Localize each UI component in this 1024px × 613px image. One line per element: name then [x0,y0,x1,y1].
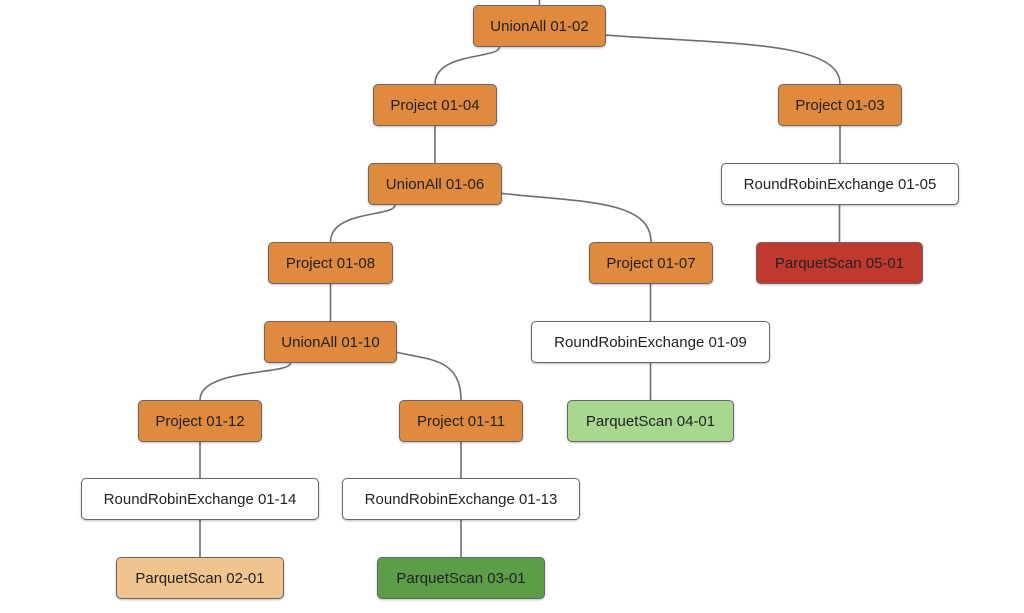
node-roundrobinexchange-01-13[interactable]: RoundRobinExchange 01-13 [342,478,580,520]
node-project-01-08[interactable]: Project 01-08 [268,242,393,284]
node-parquetscan-05-01[interactable]: ParquetScan 05-01 [756,242,923,284]
node-project-01-04[interactable]: Project 01-04 [373,84,497,126]
node-parquetscan-03-01[interactable]: ParquetScan 03-01 [377,557,545,599]
node-project-01-03[interactable]: Project 01-03 [778,84,902,126]
node-unionall-01-10[interactable]: UnionAll 01-10 [264,321,397,363]
node-roundrobinexchange-01-14[interactable]: RoundRobinExchange 01-14 [81,478,319,520]
node-parquetscan-02-01[interactable]: ParquetScan 02-01 [116,557,284,599]
node-unionall-01-02[interactable]: UnionAll 01-02 [473,5,606,47]
node-roundrobinexchange-01-09[interactable]: RoundRobinExchange 01-09 [531,321,770,363]
edge-n0102-n0103 [597,33,841,85]
edge-n0110-n0111 [388,349,462,401]
edge-n0106-n0107 [493,191,652,243]
edge-n0106-n0108 [329,204,396,243]
edge-n0102-n0104 [434,46,501,85]
node-roundrobinexchange-01-05[interactable]: RoundRobinExchange 01-05 [721,163,959,205]
node-project-01-12[interactable]: Project 01-12 [138,400,262,442]
node-project-01-07[interactable]: Project 01-07 [589,242,713,284]
edge-n0110-n0112 [199,362,292,401]
node-project-01-11[interactable]: Project 01-11 [399,400,523,442]
node-unionall-01-06[interactable]: UnionAll 01-06 [368,163,502,205]
node-parquetscan-04-01[interactable]: ParquetScan 04-01 [567,400,734,442]
